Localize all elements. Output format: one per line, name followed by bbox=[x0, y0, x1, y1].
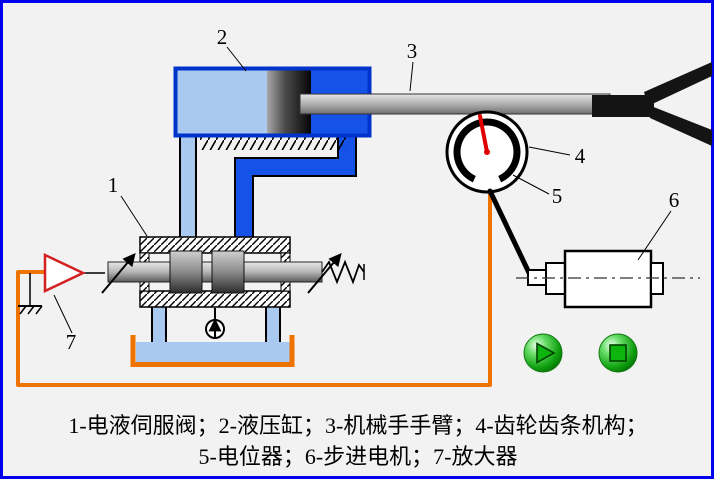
stepper-motor bbox=[516, 249, 700, 309]
leader-line-3 bbox=[409, 61, 414, 92]
callout-labels: 1 2 3 4 5 6 7 bbox=[53, 25, 680, 354]
label-arm: 3 bbox=[407, 39, 418, 63]
play-icon bbox=[536, 342, 556, 364]
supply-pipe bbox=[236, 128, 355, 242]
gripper-lower-finger bbox=[646, 104, 712, 146]
stop-button[interactable] bbox=[598, 333, 638, 373]
leader-line-7 bbox=[53, 294, 73, 334]
link-rod bbox=[487, 188, 534, 280]
feedback-wire bbox=[16, 193, 492, 387]
play-button[interactable] bbox=[523, 333, 563, 373]
needle-hub bbox=[484, 149, 490, 155]
servo-valve bbox=[101, 236, 365, 308]
cylinder-left-chamber bbox=[177, 70, 267, 134]
wall-hatching bbox=[200, 136, 346, 150]
manipulator-arm bbox=[299, 62, 712, 146]
needle-icon bbox=[478, 114, 489, 154]
label-servo-valve: 1 bbox=[108, 173, 119, 197]
ground-symbol-icon bbox=[18, 305, 43, 315]
oil-tank bbox=[130, 335, 295, 367]
leader-line-5 bbox=[512, 174, 550, 195]
gripper-base bbox=[592, 95, 654, 117]
caption-line-2: 5-电位器；6-步进电机；7-放大器 bbox=[199, 444, 518, 469]
label-potentiometer: 5 bbox=[552, 184, 563, 208]
pump-symbol bbox=[205, 308, 225, 339]
gear-potentiometer bbox=[445, 110, 529, 194]
motor-body bbox=[563, 249, 653, 309]
leader-line-2 bbox=[226, 46, 247, 72]
stop-icon bbox=[609, 344, 627, 362]
leader-line-6 bbox=[637, 210, 672, 261]
amplifier-triangle-icon bbox=[43, 253, 86, 293]
valve-land-right bbox=[211, 250, 245, 294]
label-gear-rack: 4 bbox=[575, 144, 586, 168]
tank-outline bbox=[130, 335, 295, 367]
valve-actuator-arrow-right-icon bbox=[307, 253, 342, 294]
piston-rod bbox=[299, 93, 611, 115]
leader-line-4 bbox=[528, 146, 571, 156]
gripper-upper-finger bbox=[644, 62, 712, 106]
caption-line-1: 1-电液伺服阀；2-液压缸；3-机械手手臂；4-齿轮齿条机构； bbox=[68, 413, 647, 438]
label-amplifier: 7 bbox=[66, 330, 77, 354]
valve-land-left bbox=[169, 250, 203, 294]
label-stepper-motor: 6 bbox=[669, 188, 680, 212]
leader-line-1 bbox=[120, 195, 148, 237]
tank-fluid bbox=[136, 342, 290, 363]
valve-spring-icon bbox=[321, 259, 365, 285]
label-cylinder: 2 bbox=[217, 25, 228, 49]
amplifier bbox=[18, 253, 105, 315]
valve-actuator-arrow-left-icon bbox=[101, 253, 136, 294]
caption: 1-电液伺服阀；2-液压缸；3-机械手手臂；4-齿轮齿条机构； 5-电位器；6-… bbox=[68, 413, 647, 469]
potentiometer-arc bbox=[453, 118, 521, 183]
